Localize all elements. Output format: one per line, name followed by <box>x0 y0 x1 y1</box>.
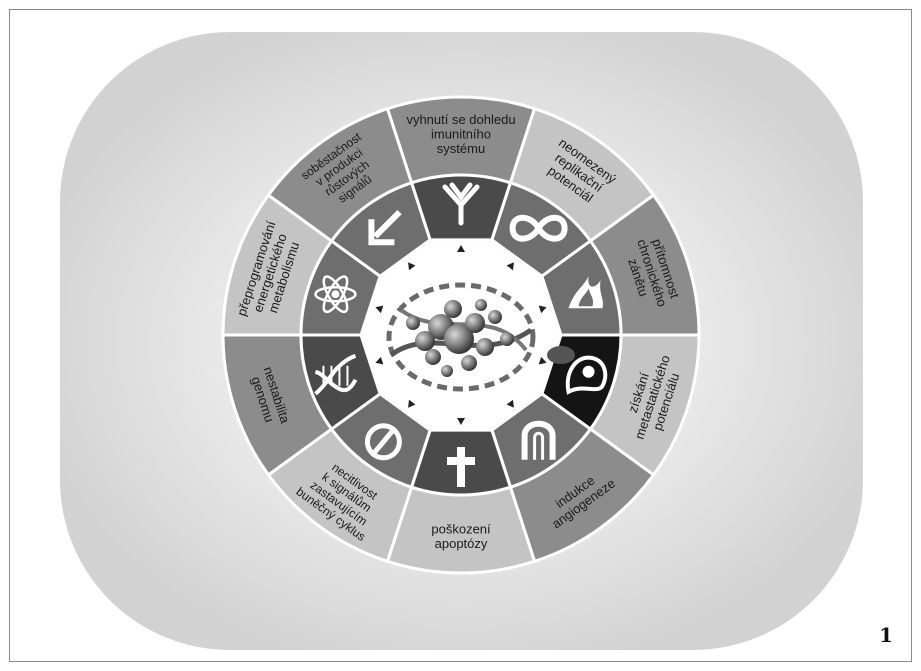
segment-label-line: poškození <box>431 521 491 536</box>
migrating-cell-icon <box>565 355 608 395</box>
arrow-marker <box>375 356 384 365</box>
segment-label-line: apoptózy <box>435 536 488 551</box>
segment-label-3: přítomnostchronickéhozánětu <box>620 233 684 313</box>
middle-ring <box>299 173 623 497</box>
inflammation-flame-icon <box>568 276 603 309</box>
arrow-marker <box>375 305 384 314</box>
atom-icon <box>314 275 357 314</box>
dna-helix-icon <box>314 353 358 396</box>
arrow-icon <box>368 209 402 246</box>
segment-label-line: imunitního <box>431 127 491 142</box>
segment-icons <box>314 182 608 487</box>
page-number: 1 <box>879 623 893 647</box>
arrow-marker <box>538 305 547 314</box>
antibody-icon <box>442 182 480 226</box>
arrow-marker <box>506 262 514 271</box>
tumor-cell <box>500 332 514 346</box>
tumor-center <box>363 241 575 429</box>
tumor-cell <box>444 300 462 318</box>
tumor-cell <box>461 355 477 371</box>
arrow-marker <box>408 262 416 271</box>
tumor-cell <box>444 324 474 354</box>
arrow-marker <box>538 356 547 365</box>
tumor-cell <box>488 310 502 324</box>
prohibition-icon <box>364 423 402 461</box>
arrow-marker <box>506 399 514 408</box>
cross-icon <box>447 447 475 487</box>
blood-vessel-icon <box>521 420 556 460</box>
tumor-boundary <box>386 282 536 392</box>
infinity-icon <box>509 214 568 242</box>
tumor-cell <box>475 299 487 311</box>
arrow-marker <box>408 399 416 408</box>
outer-ring <box>221 95 701 575</box>
segment-label-line: systému <box>437 141 485 156</box>
tumor-cell <box>441 365 453 377</box>
tumor-cell <box>406 316 420 330</box>
escaping-cell <box>547 346 575 364</box>
tumor-cell <box>465 313 485 333</box>
arrow-marker <box>457 418 465 425</box>
tumor-cell <box>425 349 441 365</box>
segment-label-line: vyhnutí se dohledu <box>406 112 515 127</box>
tumor-cell <box>476 338 494 356</box>
arrow-marker <box>457 245 465 252</box>
tumor-cell <box>415 331 435 351</box>
